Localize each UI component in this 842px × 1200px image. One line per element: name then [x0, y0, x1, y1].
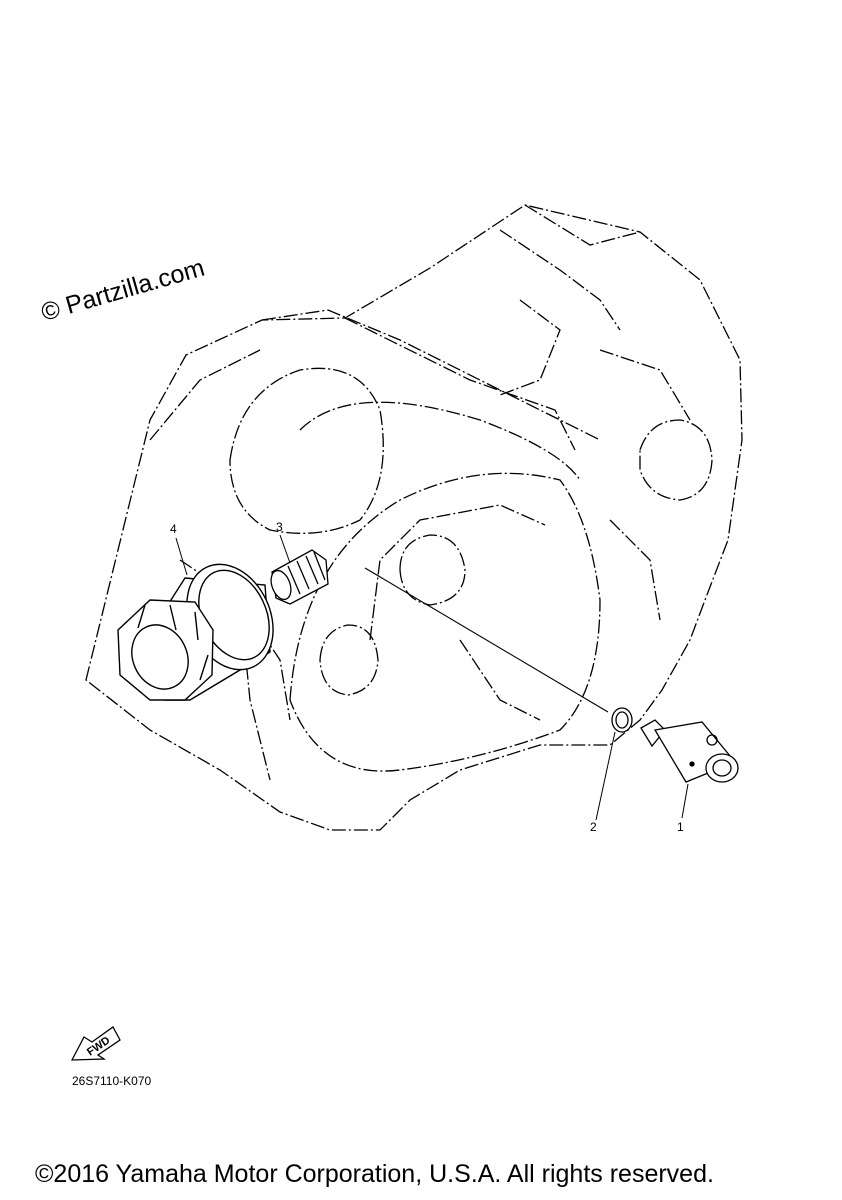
diagram-code: 26S7110-K070 — [72, 1074, 152, 1088]
leader-line-pipe — [364, 567, 609, 713]
part-number-3: 3 — [276, 520, 283, 534]
copyright-notice: ©2016 Yamaha Motor Corporation, U.S.A. A… — [35, 1160, 714, 1188]
crankcase-outline — [85, 204, 743, 831]
oil-filter-icon — [117, 563, 274, 701]
fwd-arrow-icon: FWD — [70, 1026, 121, 1061]
union-bolt-icon — [270, 549, 329, 605]
gasket-icon — [611, 707, 633, 733]
part-number-1: 1 — [677, 820, 684, 834]
leader-lines — [175, 534, 689, 821]
oil-pipe-icon — [640, 719, 739, 783]
part-number-2: 2 — [590, 820, 597, 834]
part-number-4: 4 — [170, 522, 177, 536]
